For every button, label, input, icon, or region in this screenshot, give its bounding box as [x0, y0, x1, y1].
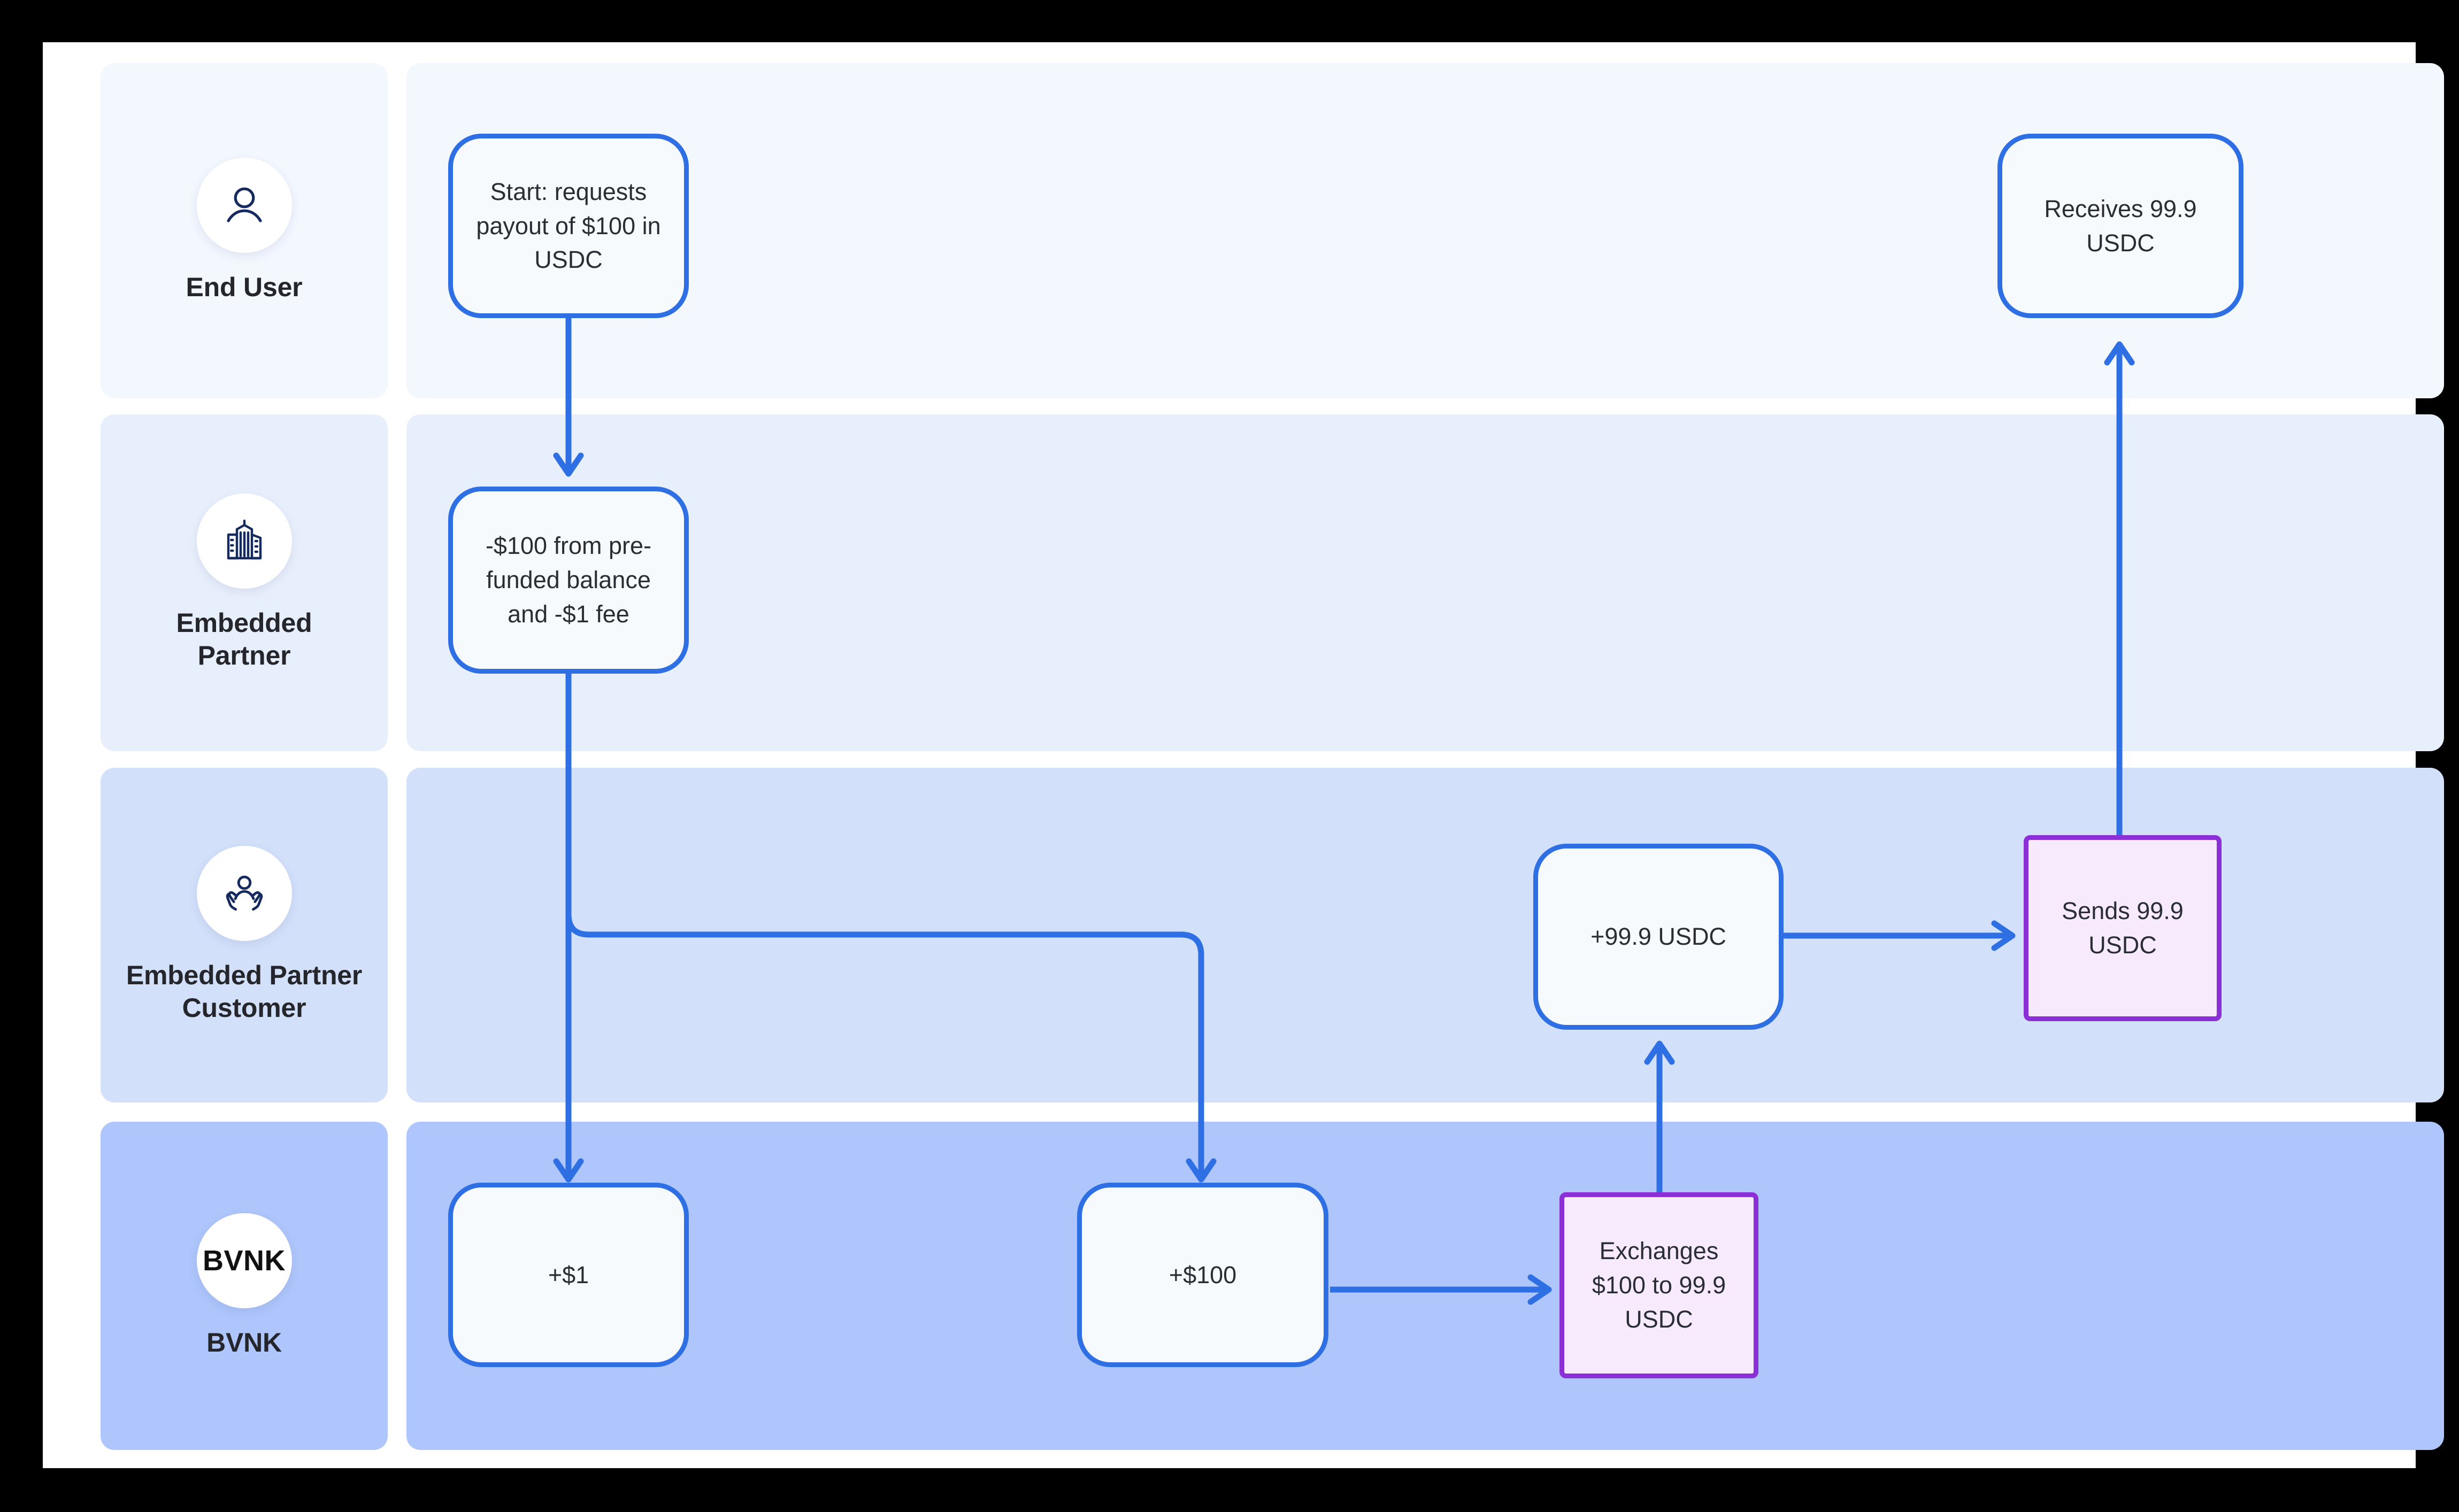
node-label: Exchanges $100 to 99.9 USDC — [1592, 1237, 1726, 1333]
node-label: Receives 99.9 USDC — [2044, 195, 2197, 257]
lane-label-text: Embedded Partner Customer — [126, 960, 363, 1023]
node-sends-usdc[interactable]: Sends 99.9 USDC — [2024, 835, 2222, 1021]
lane-label-text: End User — [186, 272, 303, 302]
person-icon — [196, 158, 292, 253]
node-label: Start: requests payout of $100 in USDC — [476, 178, 661, 274]
node-label: +$100 — [1169, 1261, 1237, 1289]
node-credit-usdc[interactable]: +99.9 USDC — [1533, 844, 1784, 1030]
lane-label-bvnk[interactable]: BVNK BVNK — [101, 1122, 388, 1450]
person-in-hands-icon — [196, 846, 292, 941]
node-plus-hundred-dollars[interactable]: +$100 — [1077, 1183, 1328, 1367]
node-label: -$100 from pre-funded balance and -$1 fe… — [485, 532, 652, 628]
node-exchanges-usd-to-usdc[interactable]: Exchanges $100 to 99.9 USDC — [1559, 1192, 1758, 1378]
lane-body-bvnk — [406, 1122, 2444, 1450]
lane-body-embedded-partner — [406, 414, 2444, 751]
lane-label-text: BVNK — [206, 1327, 282, 1357]
lane-label-embedded-partner-customer[interactable]: Embedded Partner Customer — [101, 768, 388, 1102]
node-label: +$1 — [548, 1261, 589, 1289]
bvnk-logo-text: BVNK — [202, 1244, 286, 1277]
lane-label-embedded-partner[interactable]: Embedded Partner — [101, 414, 388, 751]
node-receives-usdc[interactable]: Receives 99.9 USDC — [1997, 134, 2243, 318]
lane-label-text: Embedded Partner — [176, 608, 312, 670]
node-plus-one-dollar[interactable]: +$1 — [448, 1183, 689, 1367]
node-start-request[interactable]: Start: requests payout of $100 in USDC — [448, 134, 689, 318]
bvnk-logo-icon: BVNK — [196, 1213, 292, 1308]
lane-label-end-user[interactable]: End User — [101, 63, 388, 398]
node-debit-prefunded-balance[interactable]: -$100 from pre-funded balance and -$1 fe… — [448, 487, 689, 674]
buildings-icon — [196, 493, 292, 589]
node-label: Sends 99.9 USDC — [2062, 897, 2184, 959]
node-label: +99.9 USDC — [1590, 923, 1726, 951]
